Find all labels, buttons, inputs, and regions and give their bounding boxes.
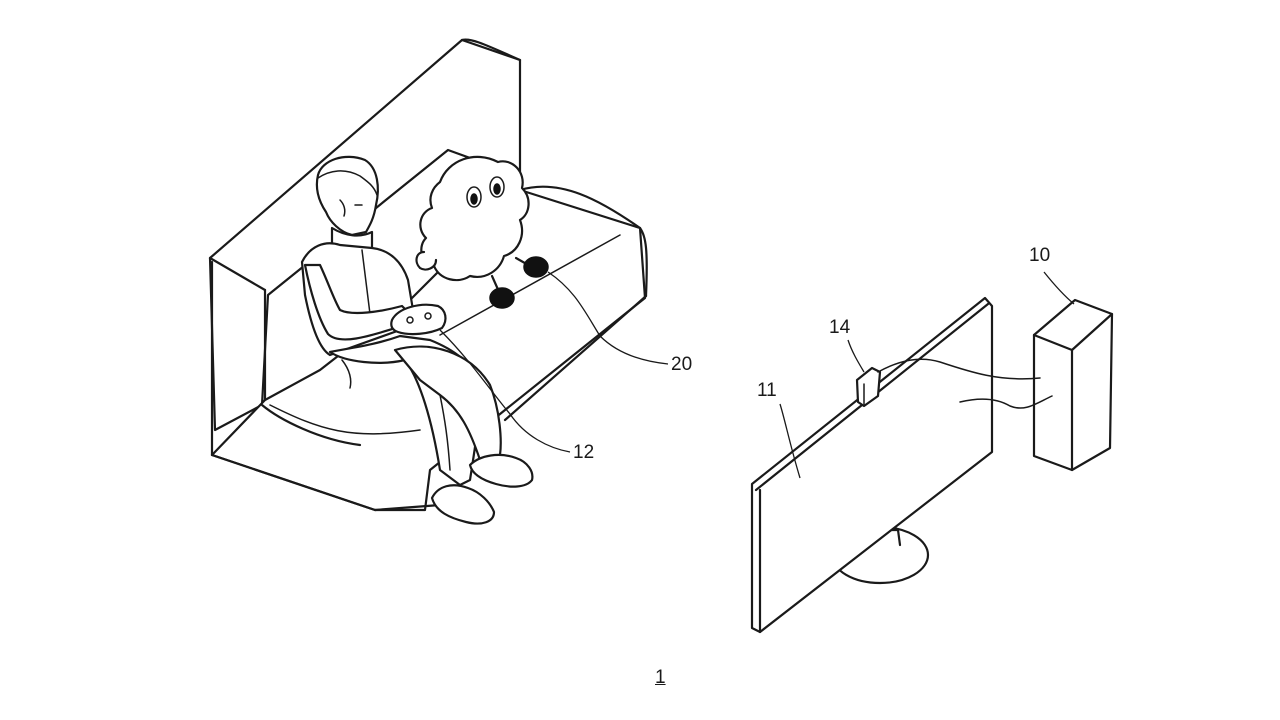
ref-label-display: 11 <box>757 380 777 401</box>
sofa <box>208 38 648 512</box>
robot <box>415 155 549 309</box>
controller <box>390 303 447 336</box>
ref-label-controller: 12 <box>573 442 595 463</box>
ref-label-camera: 14 <box>829 317 851 338</box>
game-device <box>1032 298 1114 472</box>
television <box>750 296 994 634</box>
ref-label-game-device: 10 <box>1029 245 1051 266</box>
ref-label-robot: 20 <box>671 354 693 375</box>
person <box>300 155 534 525</box>
cables <box>877 358 1053 409</box>
system-label: 1 <box>655 667 666 688</box>
leader-lines <box>439 271 1075 479</box>
